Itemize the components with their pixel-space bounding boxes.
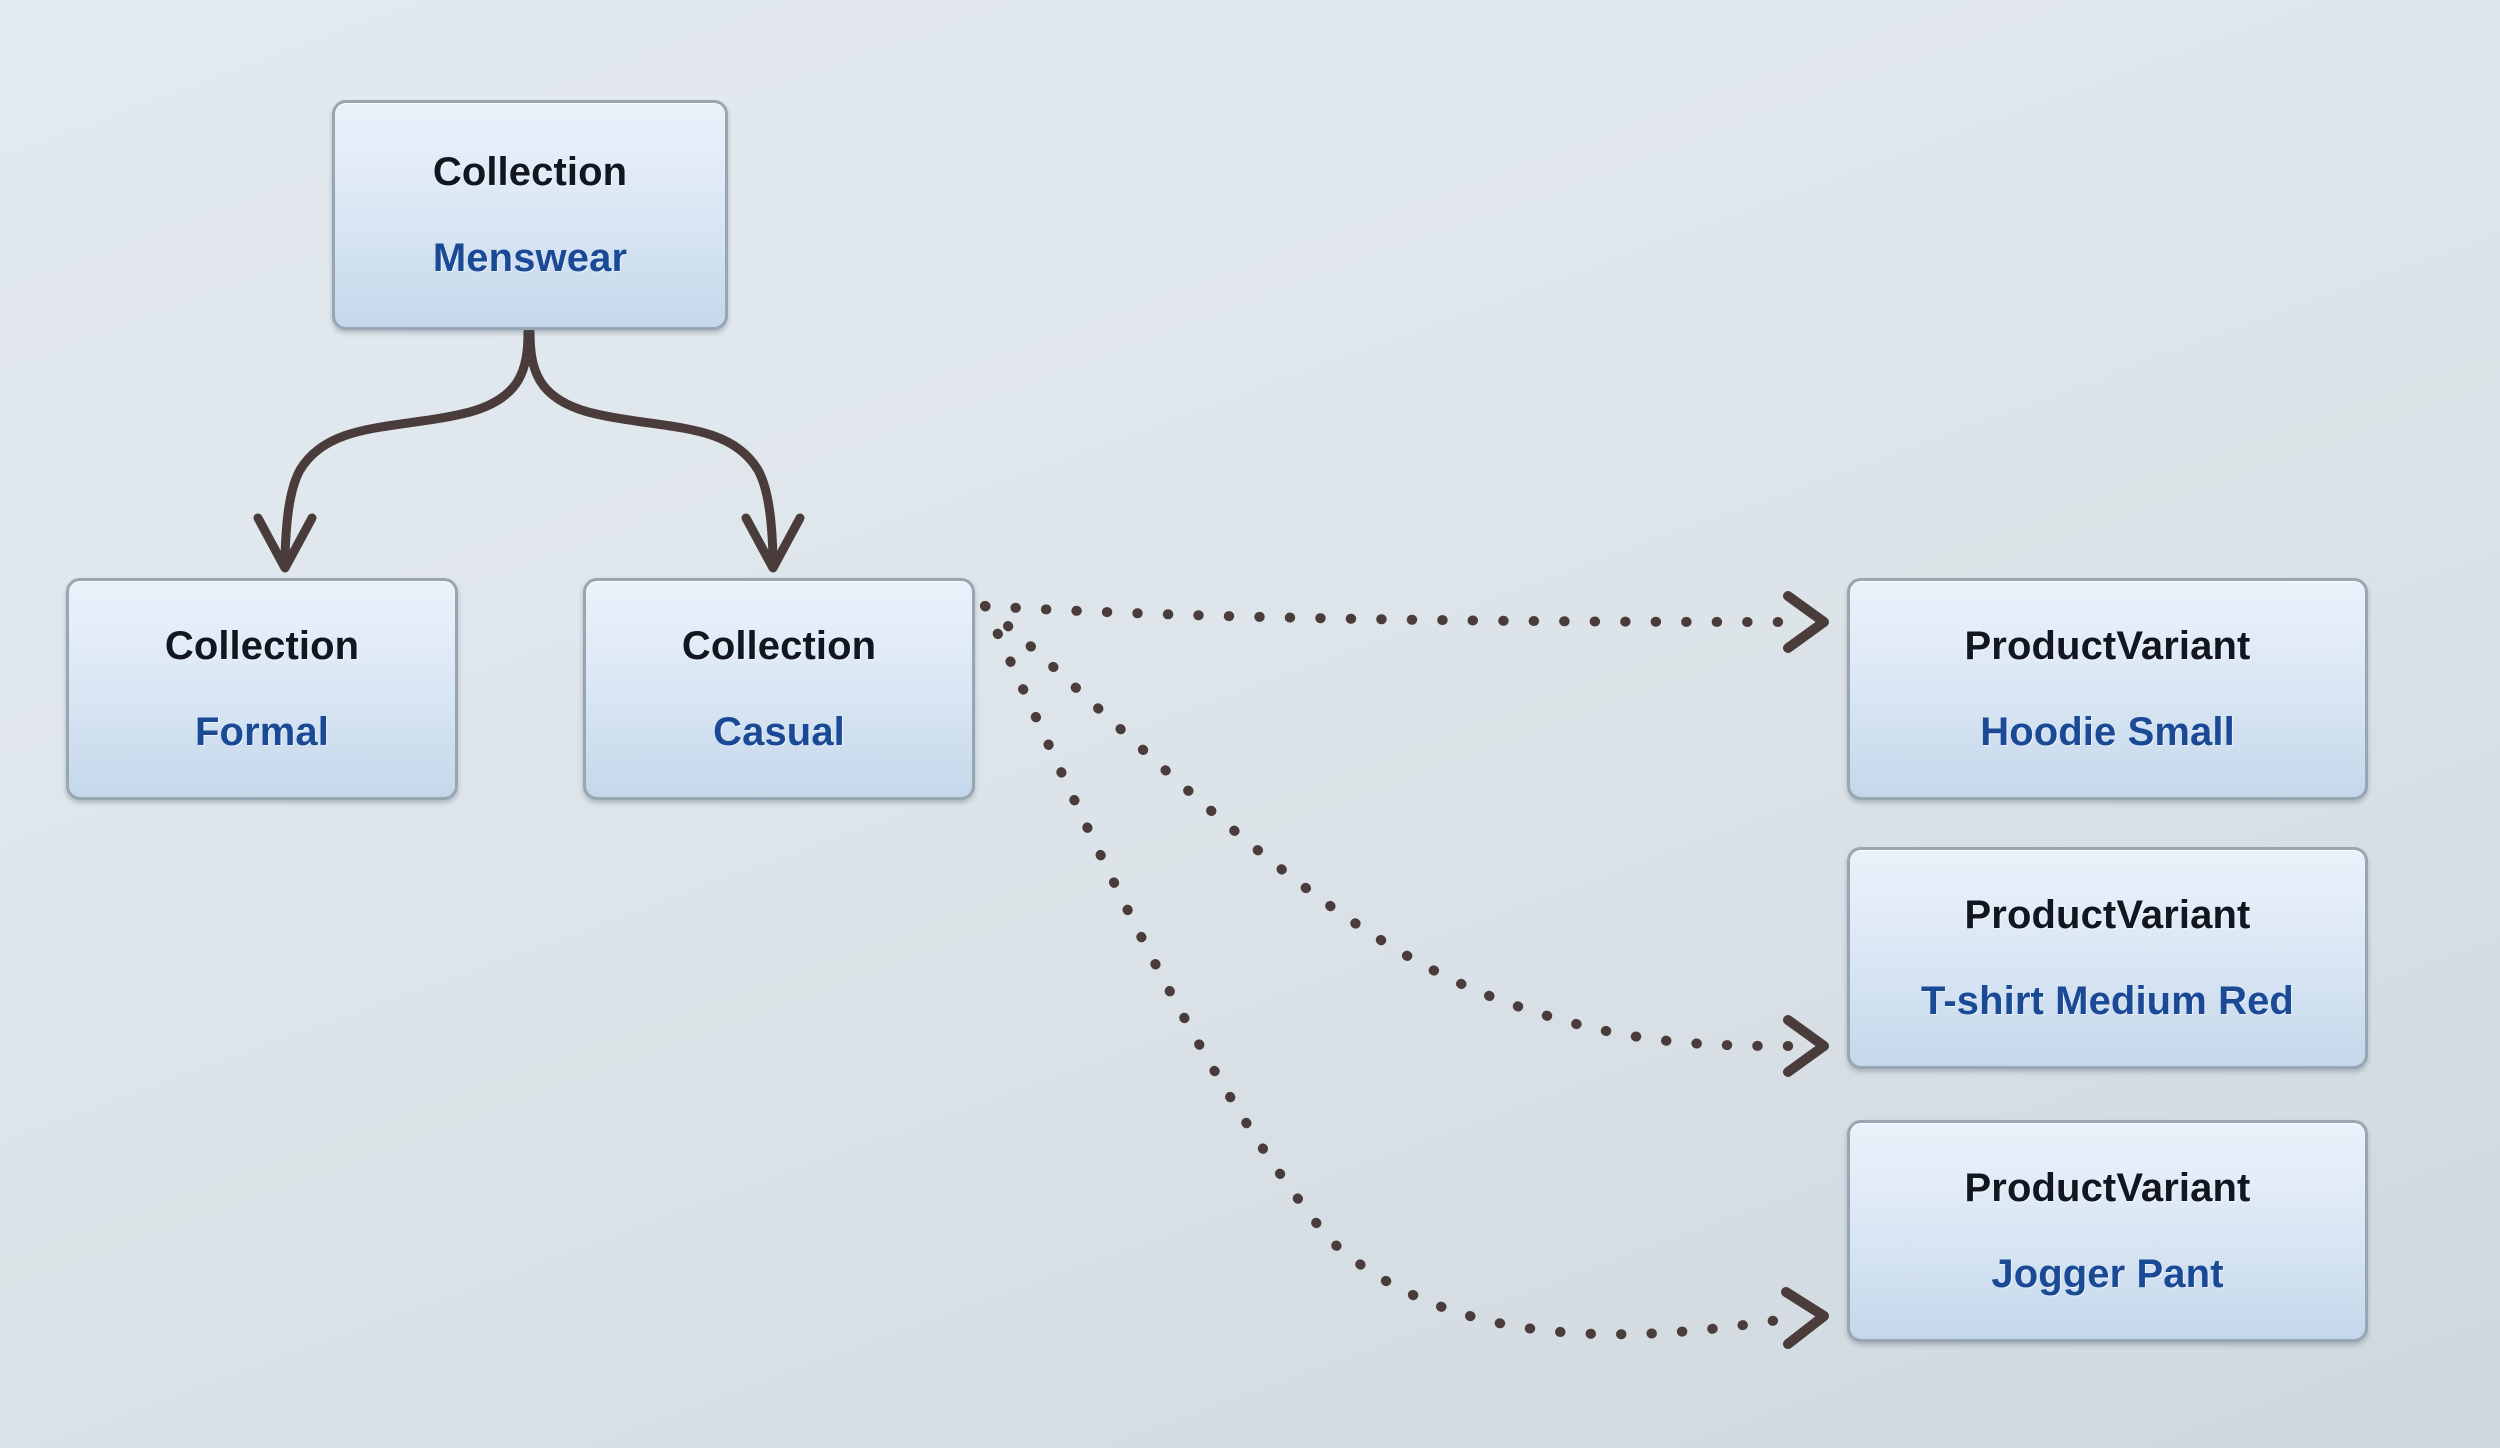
edge-casual-to-jogger <box>980 601 1829 1349</box>
node-type-label: ProductVariant <box>1964 1166 2251 1210</box>
arrowhead-tshirt <box>1783 1015 1829 1077</box>
node-type-label: Collection <box>164 624 360 668</box>
node-type-label: Collection <box>432 150 628 194</box>
node-value-label: Menswear <box>432 236 628 280</box>
node-value-label: Casual <box>713 710 845 754</box>
node-productvariant-jogger-pant[interactable]: ProductVariant Jogger Pant <box>1847 1120 2368 1342</box>
node-value-label: T-shirt Medium Red <box>1921 979 2294 1023</box>
node-value-label: Hoodie Small <box>1980 710 2235 754</box>
node-productvariant-tshirt-medium-red[interactable]: ProductVariant T-shirt Medium Red <box>1847 847 2368 1069</box>
arrowhead-hoodie <box>1783 591 1829 653</box>
arrowhead-jogger <box>1781 1287 1829 1349</box>
node-value-label: Formal <box>195 710 329 754</box>
arrowhead-formal <box>253 513 317 573</box>
node-productvariant-hoodie-small[interactable]: ProductVariant Hoodie Small <box>1847 578 2368 800</box>
edge-casual-to-tshirt <box>980 601 1829 1077</box>
node-type-label: ProductVariant <box>1964 893 2251 937</box>
node-type-label: Collection <box>681 624 877 668</box>
node-collection-formal[interactable]: Collection Formal <box>66 578 458 800</box>
edge-menswear-to-formal <box>253 327 533 573</box>
node-collection-menswear[interactable]: Collection Menswear <box>332 100 728 330</box>
edge-casual-to-hoodie <box>980 591 1829 653</box>
node-type-label: ProductVariant <box>1964 624 2251 668</box>
node-value-label: Jogger Pant <box>1991 1252 2224 1296</box>
node-collection-casual[interactable]: Collection Casual <box>583 578 975 800</box>
edge-menswear-to-casual <box>525 327 805 573</box>
arrowhead-casual <box>741 513 805 573</box>
